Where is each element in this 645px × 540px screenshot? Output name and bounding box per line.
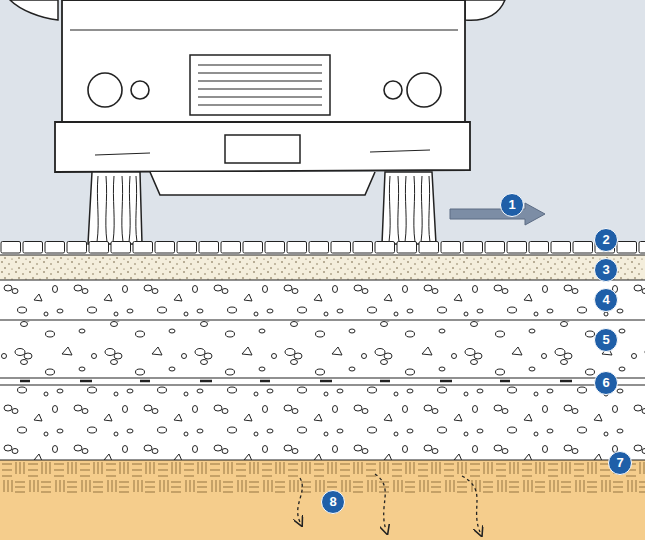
callout-number: 7 [608, 451, 632, 475]
callout-number: 5 [594, 328, 618, 352]
callout-number: 3 [594, 258, 618, 282]
callout-number: 6 [594, 371, 618, 395]
callout-number: 1 [500, 193, 524, 217]
callout-number: 4 [594, 288, 618, 312]
callout-number: 8 [321, 490, 345, 514]
callout-number: 2 [594, 228, 618, 252]
